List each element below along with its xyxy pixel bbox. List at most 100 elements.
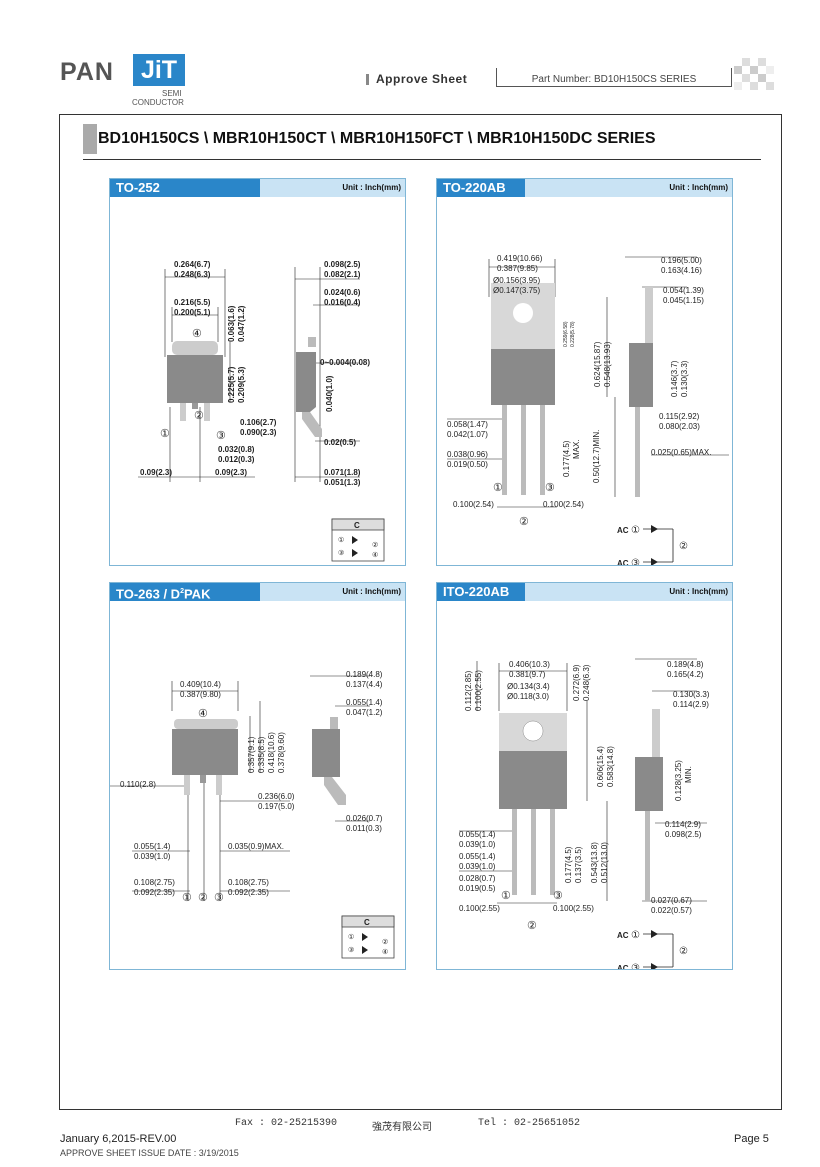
package-name-sup: 2 xyxy=(180,588,184,595)
dim-label: 0.071(1.8) xyxy=(324,468,361,477)
to252-drawing: 0.264(6.7) 0.248(6.3) 0.216(5.5) 0.200(5… xyxy=(138,260,385,562)
dim-label: 0.108(2.75) xyxy=(228,878,269,887)
dim-label: 0.381(9.7) xyxy=(509,670,546,679)
dim-label: 0.200(5.1) xyxy=(174,308,211,317)
dim-label: 0.110(2.8) xyxy=(120,780,156,789)
ac-label: AC xyxy=(617,964,629,969)
unit-label: Unit : Inch(mm) xyxy=(669,587,728,596)
dim-label: 0.051(1.3) xyxy=(324,478,361,487)
panel-header: TO-252 Unit : Inch(mm) xyxy=(110,179,405,197)
pin-label: ④ xyxy=(192,328,202,340)
schematic-pin: ② xyxy=(372,541,378,549)
dim-label: 0.228(5.78) xyxy=(570,321,576,347)
dim-label: 0.09(2.3) xyxy=(140,468,172,477)
page-title: BD10H150CS \ MBR10H150CT \ MBR10H150FCT … xyxy=(98,130,656,147)
pin-label: ① xyxy=(182,892,192,904)
dim-label: MIN. xyxy=(684,766,693,783)
dim-label: 0.583(14.8) xyxy=(606,746,615,787)
dim-label: 0.114(2.9) xyxy=(665,820,701,829)
dim-label: 0.130(3.3) xyxy=(673,690,710,699)
dim-label: 0.090(2.3) xyxy=(240,428,277,437)
dim-label: 0.137(4.4) xyxy=(346,680,383,689)
dim-label: 0.025(0.65)MAX. xyxy=(651,448,711,457)
footer-fax: Fax : 02-25215390 xyxy=(235,1118,338,1129)
footer-page: Page 5 xyxy=(734,1133,769,1145)
dim-label: 0.045(1.15) xyxy=(663,296,704,305)
dim-label: 0~0.004(0.08) xyxy=(320,358,370,367)
dim-label: 0.357(9.1) xyxy=(247,736,256,773)
panel-ito220ab: ITO-220AB Unit : Inch(mm) 0.112(2.85) 0.… xyxy=(436,582,733,974)
dim-label: 0.137(3.5) xyxy=(574,846,583,883)
dim-label: 0.264(6.7) xyxy=(174,260,211,269)
package-name-end: PAK xyxy=(183,586,211,602)
dim-label: 0.039(1.0) xyxy=(459,840,496,849)
package-name: TO-252 xyxy=(110,179,260,197)
footer-tel: Tel : 02-25651052 xyxy=(478,1118,581,1129)
dim-label: 0.177(4.5) xyxy=(562,440,571,477)
pin-label: ② xyxy=(519,516,529,528)
dim-label: MAX. xyxy=(572,439,581,459)
dim-label: 0.112(2.85) xyxy=(464,670,473,711)
package-name-main: TO-263 / D xyxy=(116,586,181,602)
package-name: ITO-220AB xyxy=(437,583,525,601)
dim-label: 0.100(2.54) xyxy=(543,500,584,509)
ac-pin: ① xyxy=(631,930,640,941)
dim-label: 0.098(2.5) xyxy=(665,830,702,839)
dim-label: Ø0.134(3.4) xyxy=(507,682,550,691)
pin-label: ③ xyxy=(545,482,555,494)
approve-bar xyxy=(366,74,369,85)
dim-label: 0.028(0.7) xyxy=(459,874,496,883)
page-frame xyxy=(59,114,782,1110)
dim-label: 0.012(0.3) xyxy=(218,455,255,464)
dim-label: 0.026(0.7) xyxy=(346,814,383,823)
dim-label: 0.146(3.7) xyxy=(670,360,679,397)
pin-label: ③ xyxy=(553,890,563,902)
dim-label: 0.196(5.00) xyxy=(661,256,702,265)
dim-label: 0.189(4.8) xyxy=(346,670,383,679)
dim-label: Ø0.147(3.75) xyxy=(493,286,540,295)
dim-label: 0.09(2.3) xyxy=(215,468,247,477)
dim-label: Ø0.118(3.0) xyxy=(507,692,549,701)
dim-label: 0.387(9.85) xyxy=(497,264,538,273)
dim-label: 0.209(5.3) xyxy=(237,366,246,403)
part-number-box: Part Number: BD10H150CS SERIES xyxy=(496,68,732,87)
pin-label: ② xyxy=(194,410,204,422)
package-name: TO-263 / D2PAK xyxy=(110,583,260,601)
footer-company: 強茂有限公司 xyxy=(372,1123,432,1134)
footer-date-rev: January 6,2015-REV.00 xyxy=(60,1133,177,1145)
panel-to263: TO-263 / D2PAK Unit : Inch(mm) 0.409(10.… xyxy=(109,582,406,970)
dim-label: 0.032(0.8) xyxy=(218,445,255,454)
dim-label: 0.387(9.80) xyxy=(180,690,221,699)
dim-label: 0.50(12.7)MIN. xyxy=(592,430,601,483)
to263-drawing: 0.409(10.4) 0.387(9.80) 0.357(9.1) 0.335… xyxy=(110,670,395,959)
dim-label: 0.225(5.7) xyxy=(227,366,236,403)
dim-label: 0.335(8.5) xyxy=(257,736,266,773)
pin-label: ③ xyxy=(216,430,226,442)
approve-sheet-label: Approve Sheet xyxy=(376,72,468,86)
dim-label: 0.047(1.2) xyxy=(237,305,246,342)
ac-label: AC xyxy=(617,559,629,565)
dim-label: 0.512(13.0) xyxy=(600,842,609,883)
title-tab xyxy=(83,124,97,154)
dim-label: 0.019(0.50) xyxy=(447,460,488,469)
unit-label: Unit : Inch(mm) xyxy=(342,587,401,596)
dim-label: 0.259(6.58) xyxy=(563,321,569,347)
dim-label: 0.624(15.87) xyxy=(593,341,602,387)
pin-label: ① xyxy=(160,428,170,440)
dim-label: 0.019(0.5) xyxy=(459,884,496,893)
panel-header: ITO-220AB Unit : Inch(mm) xyxy=(437,583,732,601)
package-name: TO-220AB xyxy=(437,179,525,197)
dim-label: 0.082(2.1) xyxy=(324,270,361,279)
schematic-pin: ④ xyxy=(372,551,378,559)
panel-header: TO-263 / D2PAK Unit : Inch(mm) xyxy=(110,583,405,601)
dim-label: 0.042(1.07) xyxy=(447,430,488,439)
dim-label: 0.040(1.0) xyxy=(325,375,334,412)
dim-label: 0.02(0.5) xyxy=(324,438,356,447)
ac-label: AC xyxy=(617,931,629,940)
title-rule xyxy=(83,159,761,160)
pin-label: ① xyxy=(501,890,511,902)
dim-label: 0.106(2.7) xyxy=(240,418,277,427)
logo-semi: SEMI xyxy=(162,89,182,98)
dim-label: 0.011(0.3) xyxy=(346,824,382,833)
dim-label: 0.080(2.03) xyxy=(659,422,700,431)
